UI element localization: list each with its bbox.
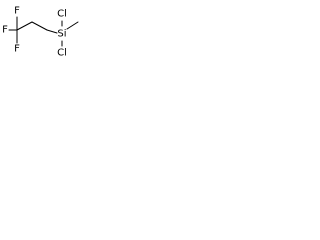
bond-cf3-ch2 [16,21,33,31]
bond-si-methyl [66,21,79,30]
bonds [8,16,79,47]
atom-labels: F F F Si Cl Cl [2,6,67,59]
atom-si: Si [57,29,66,40]
atom-f-bottom: F [14,44,20,55]
atom-f-left: F [2,25,8,36]
bond-ch2-si [46,29,58,34]
structure-diagram: F F F Si Cl Cl [2,6,79,59]
bond-ch2-ch2 [31,21,48,31]
atom-cl-bottom: Cl [57,48,67,59]
atom-f-top: F [14,6,20,17]
atom-cl-top: Cl [57,9,67,20]
